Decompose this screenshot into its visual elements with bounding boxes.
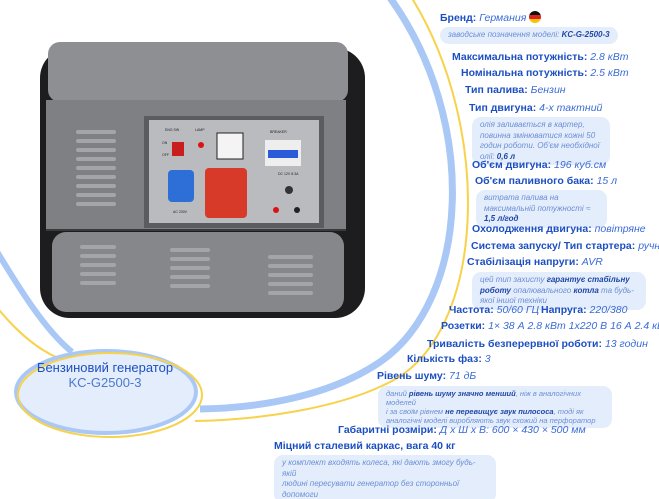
spec-max-power: Максимальна потужність: 2.8 кВт (452, 51, 629, 63)
spec-sockets: Розетки: 1× 38 А 2.8 кВт 1х220 В 16 А 2.… (441, 320, 659, 332)
product-title-oval: Бензиновий генератор KC-G2500-3 (20, 360, 190, 390)
model-note: заводське позначення моделі: KC-G-2500-3 (440, 27, 618, 44)
spec-frame: Міцний сталевий каркас, вага 40 кг (274, 440, 456, 452)
panel-label-lamp: LAMP (195, 128, 205, 132)
generator-image (40, 42, 365, 318)
product-name: Бензиновий генератор (36, 360, 174, 375)
spec-frequency: Частота: 50/60 ГЦ (449, 304, 540, 316)
spec-nominal-power: Номінальна потужність: 2.5 кВт (461, 67, 629, 79)
noise-note: даний рівень шуму значно менший, ніж в а… (378, 386, 612, 428)
spec-noise: Рівень шуму: 71 дБ (377, 370, 477, 382)
germany-flag-icon (529, 11, 542, 23)
panel-label-eng-sw: ENG SW (165, 128, 180, 132)
spec-engine-type: Тип двигуна: 4-х тактний (469, 102, 603, 114)
panel-label-on: ON (162, 141, 168, 145)
spec-voltage: Напруга: 220/380 (541, 304, 628, 316)
product-model: KC-G2500-3 (68, 375, 142, 390)
panel-label-ac: AC 230V (173, 210, 188, 214)
wheels-note: у комплект входять колеса, які дають змо… (274, 455, 496, 499)
avr-note: цей тип захисту гарантує стабільну робот… (472, 272, 646, 310)
spec-tank: Об'єм паливного бака: 15 л (475, 175, 618, 187)
consumption-note: витрата палива на максимальній потужност… (476, 190, 607, 228)
panel-label-breaker: BREAKER (270, 130, 287, 134)
spec-brand: Бренд: Германия (440, 11, 542, 24)
oil-note: олія заливається в картер, повинна зміню… (472, 117, 610, 165)
spec-starter: Система запуску/ Тип стартера: ручний (471, 240, 659, 252)
spec-avr: Стабілізація напруги: AVR (467, 256, 603, 268)
spec-duration: Тривалість безперервної роботи: 13 годин (427, 338, 648, 350)
panel-label-off: OFF (162, 153, 169, 157)
panel-label-dc: DC 12V 8.3A (278, 172, 299, 176)
spec-cooling: Охолодження двигуна: повітряне (472, 223, 646, 235)
spec-phases: Кількість фаз: 3 (407, 353, 491, 365)
spec-dimensions: Габаритні розміри: Д х Ш х В: 600 × 430 … (338, 424, 586, 436)
spec-engine-volume: Об'єм двигуна: 196 куб.см (472, 159, 607, 171)
spec-fuel: Тип палива: Бензин (465, 84, 566, 96)
